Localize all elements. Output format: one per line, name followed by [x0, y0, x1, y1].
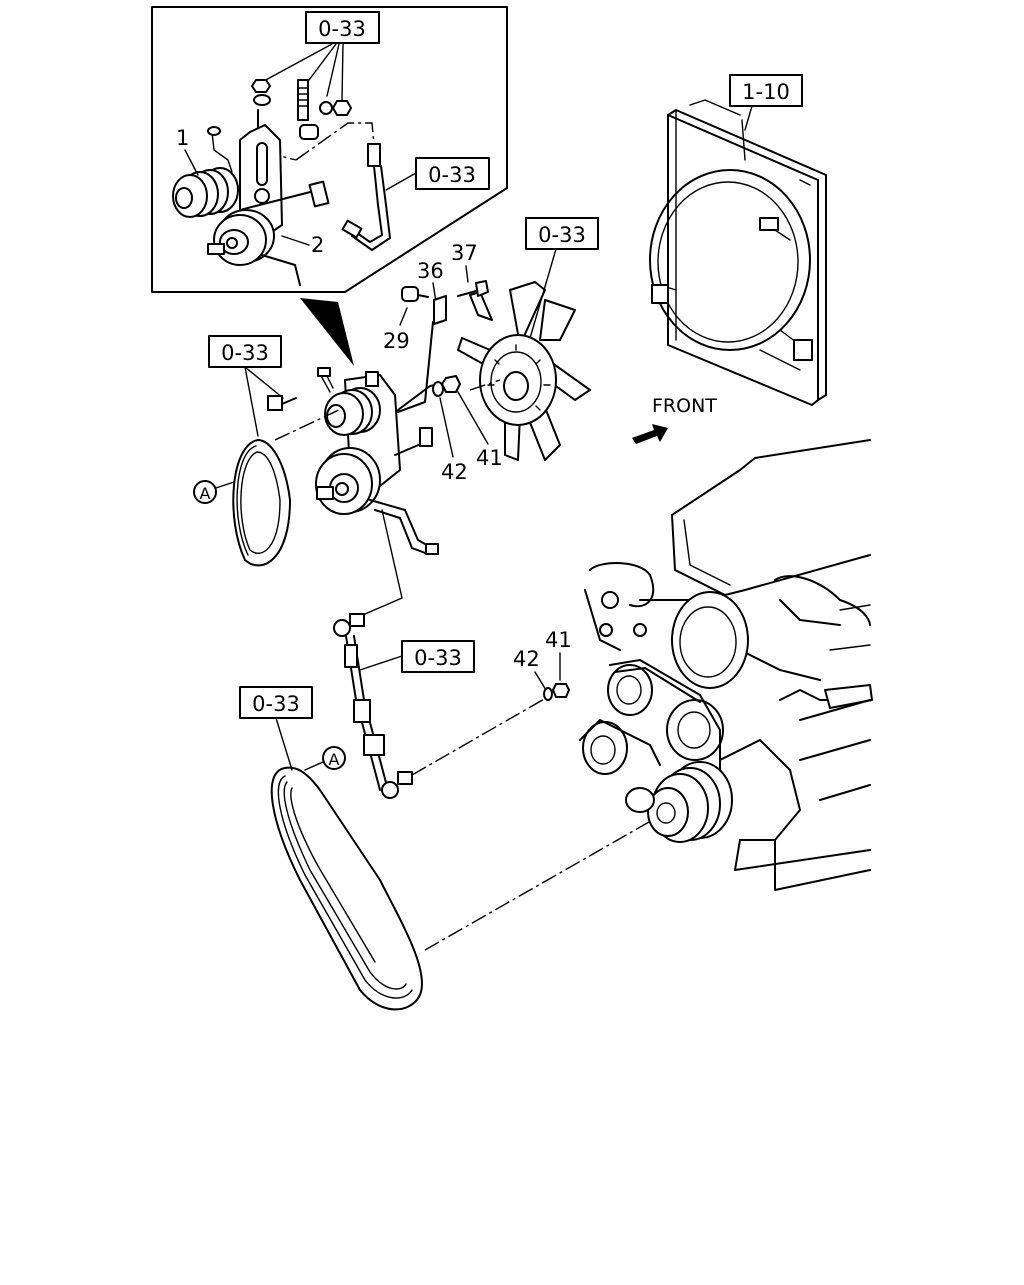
- ref-label-0-33-hose: 0-33: [428, 163, 476, 187]
- marker-a-upper: [193, 480, 217, 504]
- ref-label-0-33-rod: 0-33: [414, 646, 462, 670]
- part-41-lower-label: 41: [545, 628, 572, 652]
- detail-pointer: [300, 298, 354, 366]
- part-36-label: 36: [417, 259, 444, 283]
- part-37-label: 37: [451, 241, 478, 265]
- washer-lower: [543, 687, 553, 701]
- ref-label-1-10: 1-10: [742, 80, 790, 104]
- part-1-label: 1: [176, 126, 189, 150]
- part-42-lower-label: 42: [513, 647, 540, 671]
- front-label: FRONT: [652, 395, 717, 417]
- idler-pulley-2: [207, 209, 301, 286]
- front-arrow-icon: [632, 424, 668, 444]
- part-29-label: 29: [383, 329, 410, 353]
- ref-box-0-33-fan: [525, 217, 599, 250]
- cooling-fan: 0-33: [457, 217, 599, 461]
- engine-block: [579, 439, 873, 891]
- marker-a-upper-label: A: [200, 484, 211, 503]
- ref-box-1-10: [729, 74, 803, 107]
- drive-belt-lower: [270, 766, 423, 1011]
- ref-box-0-33-top: [305, 11, 380, 44]
- ref-label-0-33-bolt: 0-33: [221, 341, 269, 365]
- marker-a-lower: [322, 746, 346, 770]
- radiator-shroud: 1-10: [649, 74, 827, 406]
- tensioner-assembly: 0-33: [208, 335, 501, 555]
- part-42-upper-label: 42: [441, 460, 468, 484]
- marker-a-lower-label: A: [329, 750, 340, 769]
- ref-label-0-33-belt: 0-33: [252, 692, 300, 716]
- part-41-upper-label: 41: [476, 446, 503, 470]
- part-2-label: 2: [311, 233, 324, 257]
- ref-label-0-33-fan: 0-33: [538, 223, 586, 247]
- inset-hose: [341, 143, 391, 251]
- inset-detail: 0-33: [151, 6, 508, 293]
- adjust-rod: 0-33: [333, 509, 547, 799]
- drive-belt-upper: [232, 439, 291, 567]
- nut-lower: [552, 683, 570, 698]
- idler-pulley-1: [172, 126, 239, 218]
- nut-set: [251, 79, 352, 140]
- fan-fasteners: 36 37 29: [383, 241, 489, 413]
- ref-label-0-33-top: 0-33: [318, 17, 366, 41]
